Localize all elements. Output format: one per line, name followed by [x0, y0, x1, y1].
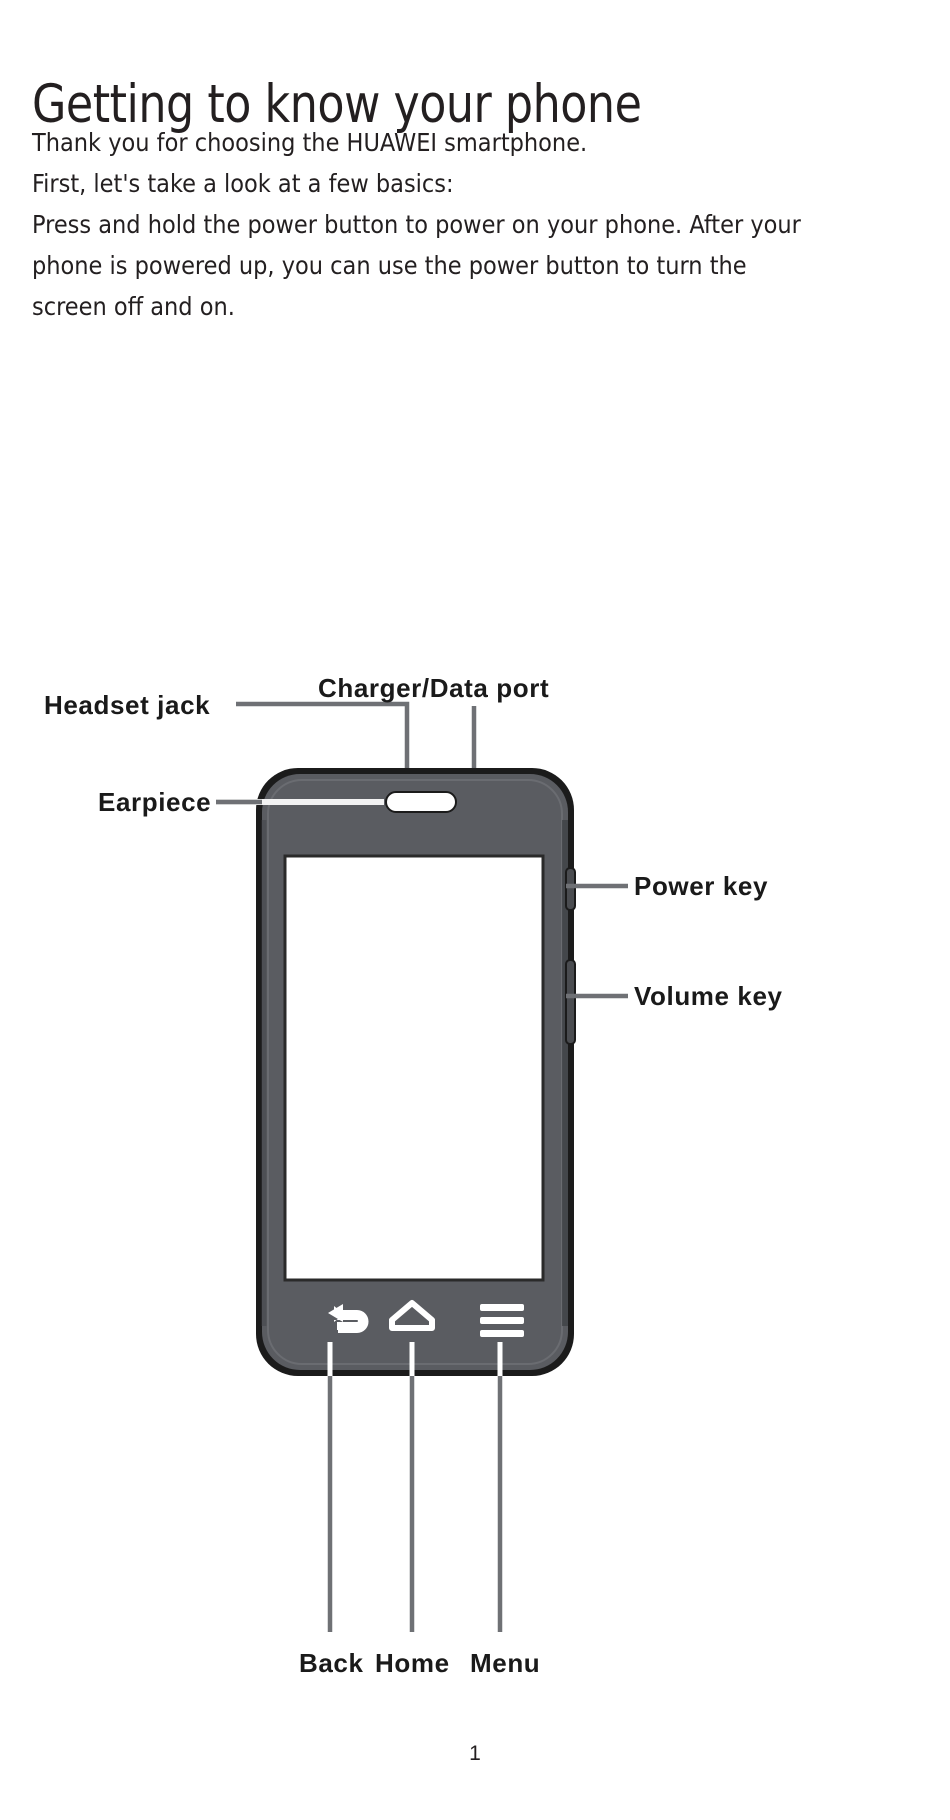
phone-screen — [283, 854, 545, 1282]
menu-bars-icon[interactable] — [480, 1304, 524, 1337]
label-power-key: Power key — [634, 871, 768, 901]
intro-line-3: Press and hold the power button to power… — [32, 210, 801, 321]
phone-diagram: Headset jack Charger/Data port Earpiece … — [0, 650, 950, 1710]
label-back: Back — [299, 1648, 364, 1678]
label-earpiece: Earpiece — [98, 787, 211, 817]
leader-headset-jack — [236, 701, 410, 772]
intro-line-1: Thank you for choosing the HUAWEI smartp… — [32, 128, 588, 157]
label-charger-data-port: Charger/Data port — [318, 673, 549, 703]
label-menu: Menu — [470, 1648, 540, 1678]
intro-line-2: First, let's take a look at a few basics… — [32, 169, 454, 198]
label-headset-jack: Headset jack — [44, 690, 210, 720]
label-home: Home — [375, 1648, 450, 1678]
page-title: Getting to know your phone — [32, 73, 642, 135]
back-arrow-icon[interactable] — [328, 1304, 369, 1333]
power-key-button[interactable] — [565, 867, 576, 911]
label-volume-key: Volume key — [634, 981, 783, 1011]
page-number: 1 — [469, 1742, 481, 1765]
home-icon[interactable] — [389, 1300, 435, 1331]
volume-key-button[interactable] — [565, 959, 576, 1045]
intro-paragraph: Thank you for choosing the HUAWEI smartp… — [32, 122, 822, 327]
earpiece-slot — [385, 791, 457, 813]
